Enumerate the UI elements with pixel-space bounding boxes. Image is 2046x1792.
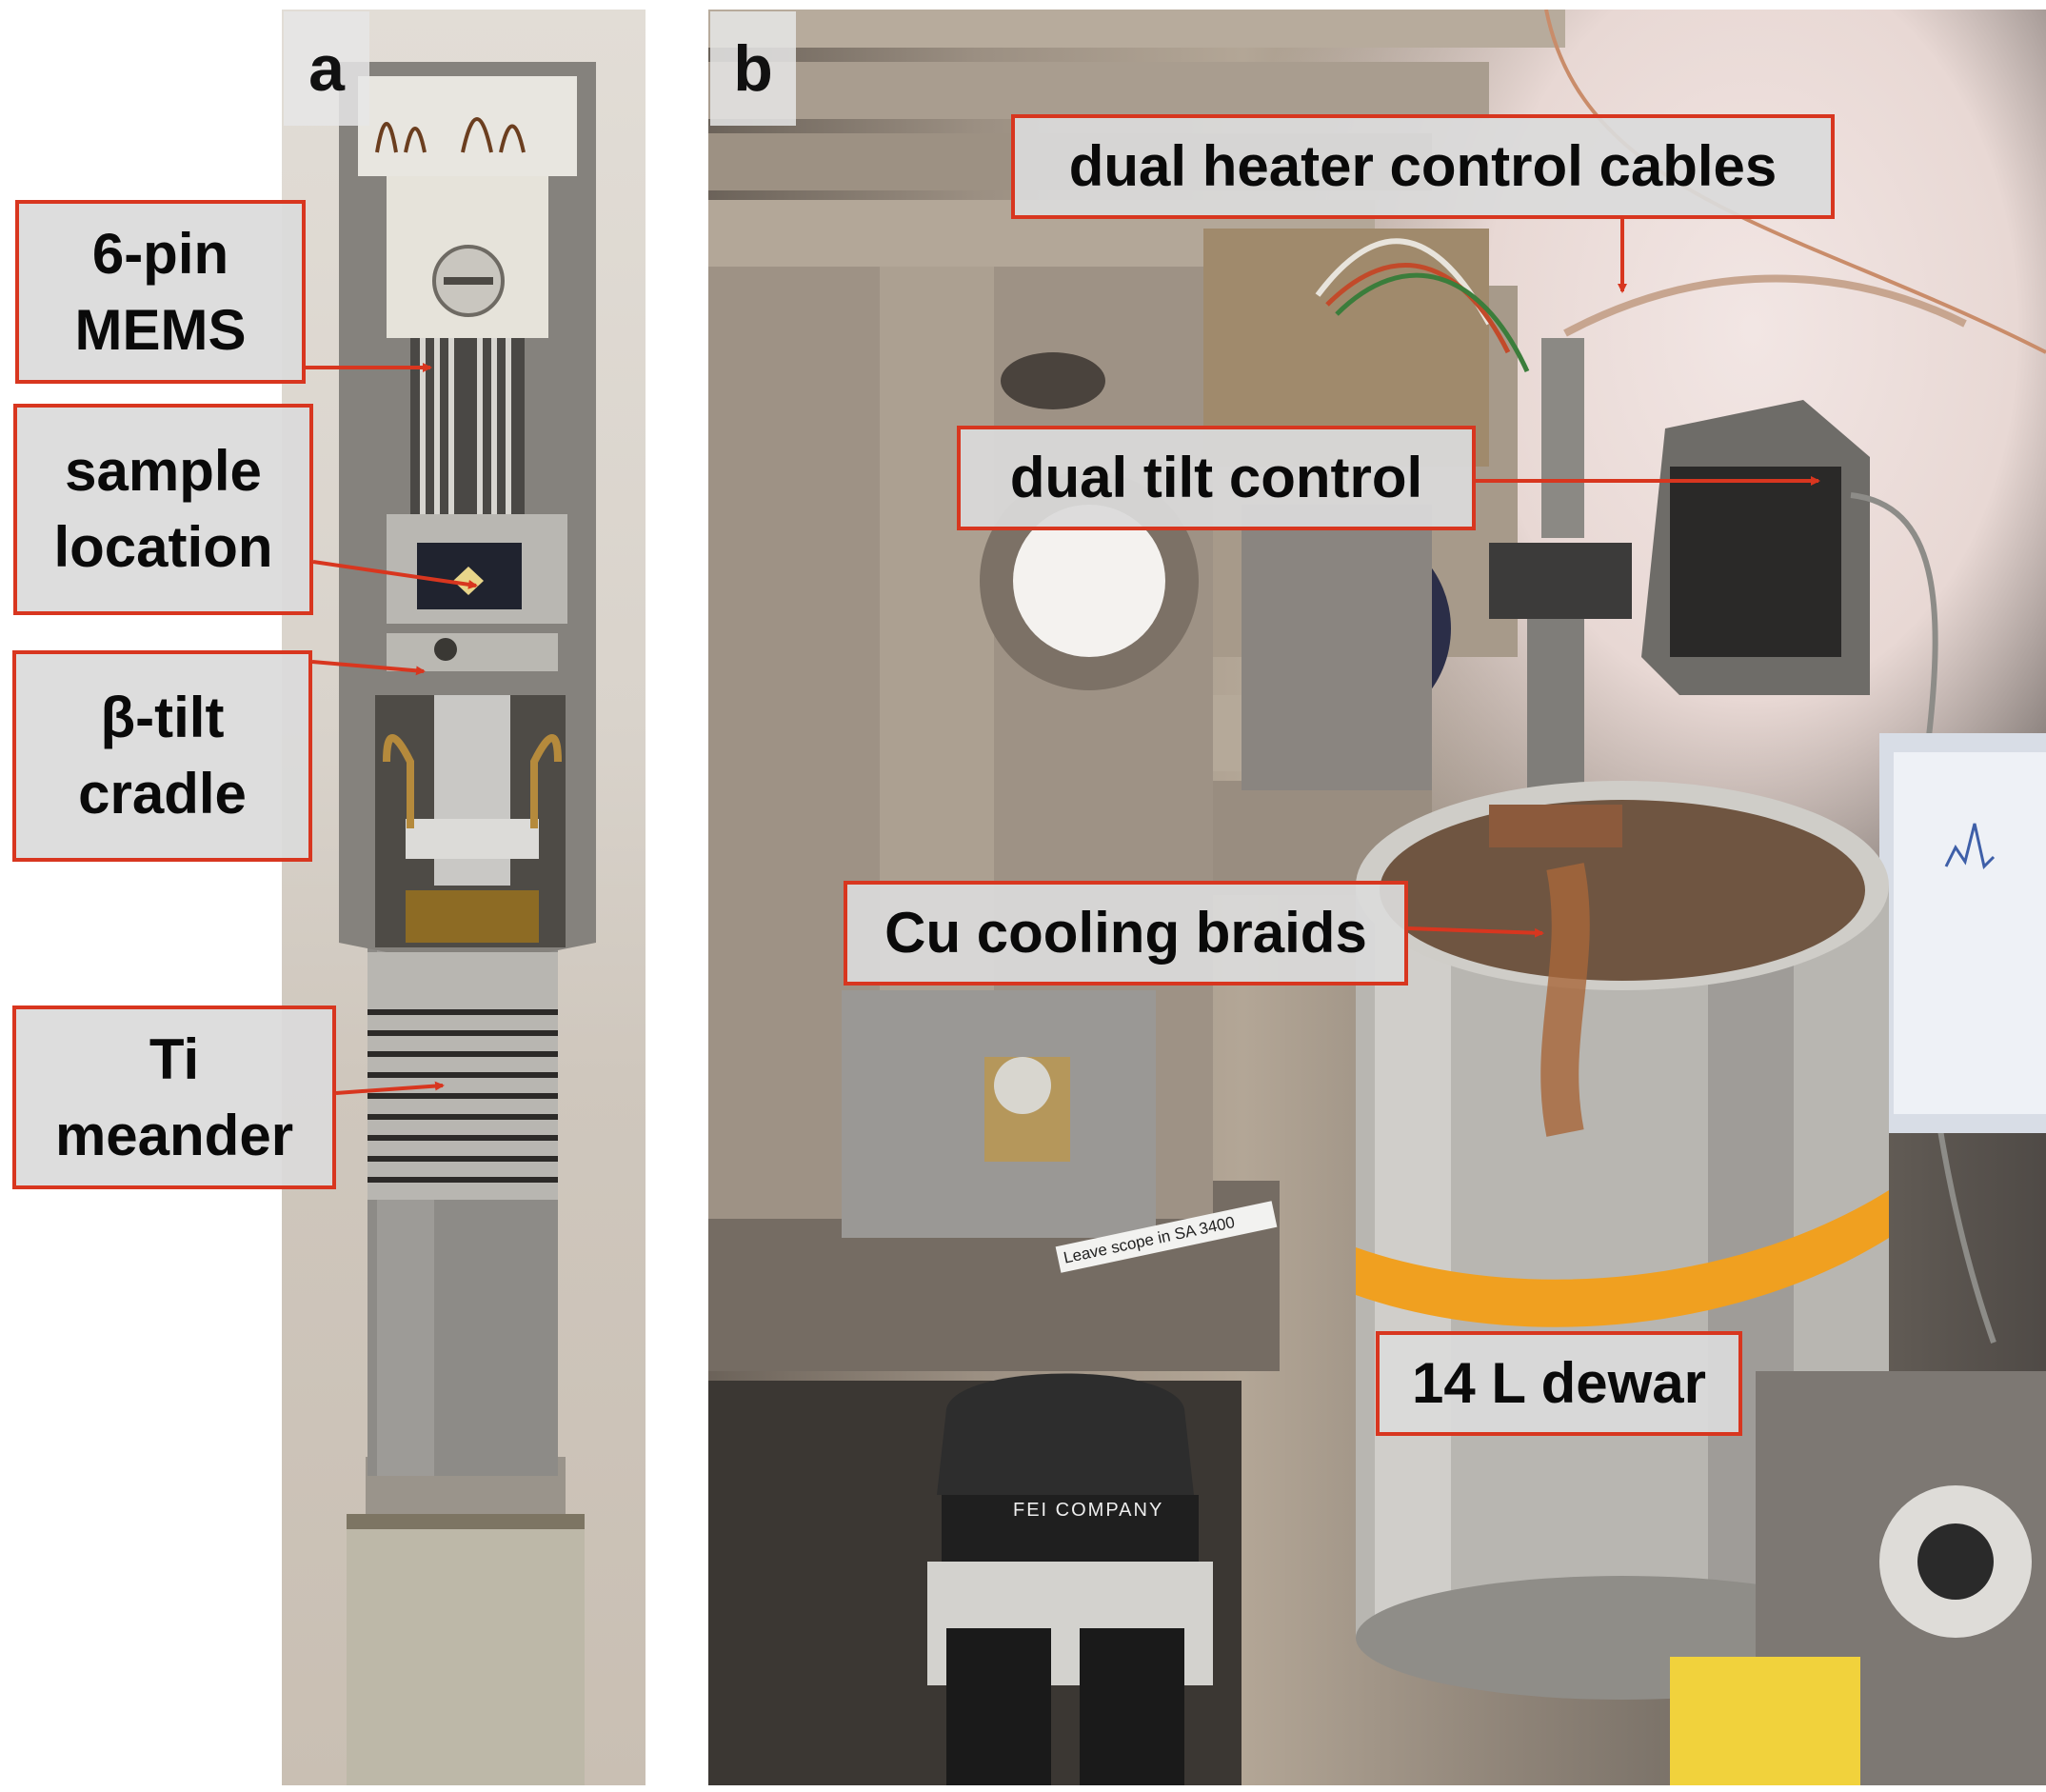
copper-clamp: [1489, 805, 1622, 847]
holder-connector: [1541, 338, 1584, 538]
dewar: [1356, 781, 1889, 1700]
label-dewar: 14 L dewar: [1376, 1331, 1742, 1436]
label-meander-line2: meander: [54, 1103, 294, 1167]
label-mems-line1: 6-pin: [91, 221, 229, 286]
label-meander: Ti meander: [12, 1006, 336, 1189]
dewar-stripe: [1356, 1190, 1889, 1327]
label-tilt-control: dual tilt control: [957, 426, 1476, 530]
fei-logo-text: FEI COMPANY: [1013, 1500, 1164, 1521]
label-heater-cables: dual heater control cables: [1011, 114, 1835, 219]
meander-grooves: [367, 952, 558, 1200]
microscope-illustration: [708, 10, 2046, 1785]
label-mems: 6-pin MEMS: [15, 200, 306, 384]
label-cooling-braids: Cu cooling braids: [844, 881, 1408, 986]
label-mems-line2: MEMS: [74, 297, 247, 362]
label-sample-line2: location: [53, 515, 273, 579]
label-cradle-line2: cradle: [78, 762, 247, 826]
warning-label: [1670, 1657, 1860, 1785]
label-cradle-line1: β-tilt: [100, 686, 225, 749]
tilt-knob-assembly: [1489, 543, 1632, 619]
holder-illustration: [339, 62, 596, 1785]
panel-letter-b: b: [710, 11, 796, 126]
panel-letter-a: a: [284, 11, 369, 126]
label-meander-line1: Ti: [149, 1026, 200, 1091]
panel-b-photo: FEI COMPANY Leave scope in SA 3400 b: [708, 10, 2046, 1785]
brass-bearing: [406, 890, 539, 943]
wire-bay: [358, 76, 577, 176]
eyepiece-right: [1080, 1628, 1184, 1785]
label-cradle: β-tilt cradle: [12, 650, 312, 862]
holder-stem: [1527, 619, 1584, 809]
holder-sleeve: [347, 1514, 585, 1785]
eyepiece-left: [946, 1628, 1051, 1785]
viewing-port-window: [1013, 505, 1165, 657]
panel-a-photo: a: [282, 10, 646, 1785]
label-sample: sample location: [13, 404, 313, 615]
label-sample-line1: sample: [65, 439, 262, 503]
binocular-viewer: [927, 1373, 1213, 1785]
